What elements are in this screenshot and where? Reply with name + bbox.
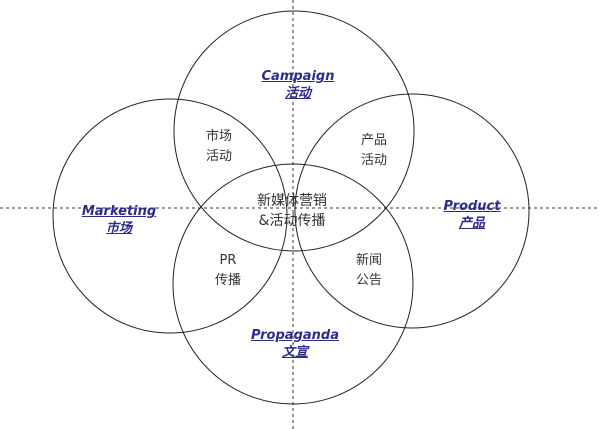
propaganda-label: Propaganda 文宣 <box>251 327 339 361</box>
product-label-zh: 产品 <box>458 216 486 231</box>
campaign-label-en: Campaign <box>261 69 335 84</box>
overlap-line: &活动传播 <box>258 213 326 229</box>
campaign-label: Campaign 活动 <box>262 68 335 102</box>
overlap-line: 活动 <box>360 153 388 168</box>
overlap-line: 新闻 <box>355 253 383 268</box>
overlap-line: PR <box>219 253 237 268</box>
campaign-circle <box>173 10 415 252</box>
propaganda-label-en: Propaganda <box>251 328 339 343</box>
product-circle <box>294 93 530 329</box>
overlap-product-propaganda: 新闻 公告 <box>356 251 382 291</box>
propaganda-circle <box>172 163 414 405</box>
marketing-label: Marketing 市场 <box>82 203 156 237</box>
overlap-center: 新媒体营销 &活动传播 <box>257 191 327 231</box>
overlap-campaign-marketing: 市场 活动 <box>206 127 232 167</box>
overlap-line: 传播 <box>214 273 242 288</box>
overlap-line: 公告 <box>355 273 383 288</box>
overlap-marketing-propaganda: PR 传播 <box>215 251 241 291</box>
product-label: Product 产品 <box>444 198 501 232</box>
overlap-line: 新媒体营销 <box>257 193 327 209</box>
campaign-label-zh: 活动 <box>284 86 311 101</box>
marketing-label-en: Marketing <box>81 204 157 219</box>
overlap-line: 活动 <box>205 149 233 164</box>
product-label-en: Product <box>443 199 501 214</box>
overlap-line: 市场 <box>205 129 233 144</box>
propaganda-label-zh: 文宣 <box>281 345 308 360</box>
overlap-line: 产品 <box>360 133 388 148</box>
overlap-campaign-product: 产品 活动 <box>361 131 387 171</box>
marketing-circle <box>52 98 288 334</box>
marketing-label-zh: 市场 <box>105 221 133 236</box>
